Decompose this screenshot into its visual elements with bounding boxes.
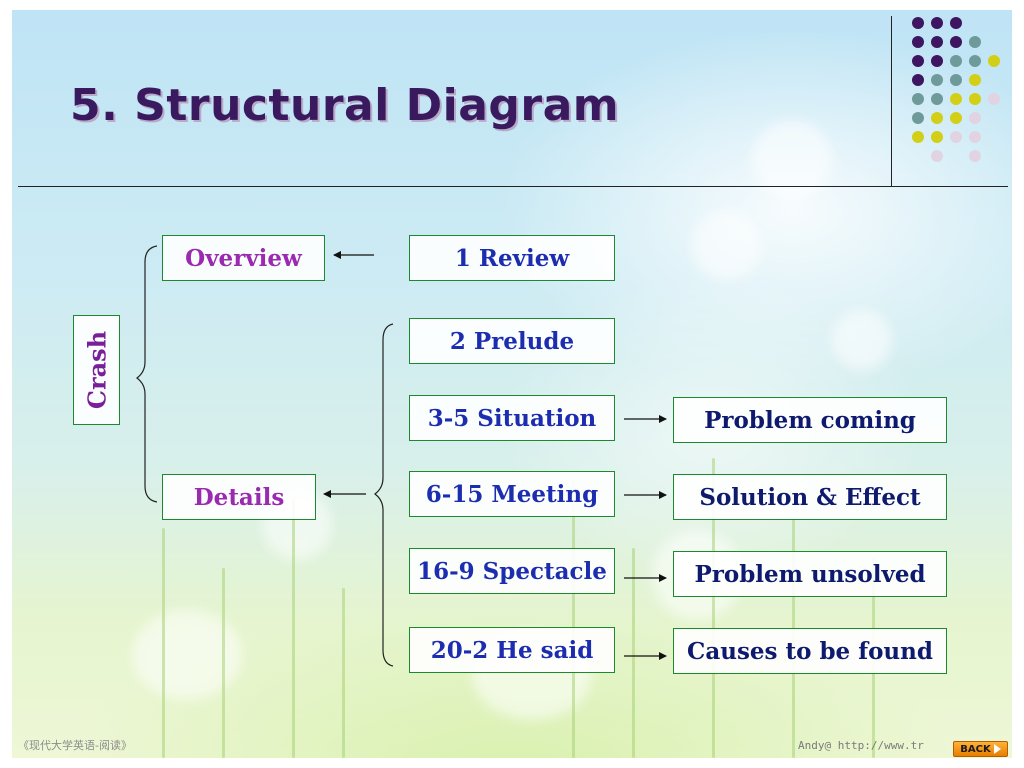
decor-dot [931, 150, 943, 162]
slide-title: 5. Structural Diagram [70, 80, 620, 131]
node-crash: Crash [73, 315, 120, 425]
decor-dot [969, 112, 981, 124]
node-outcome: Problem unsolved [673, 551, 947, 597]
decor-dot [931, 112, 943, 124]
brace-crash [136, 245, 158, 503]
decor-dot [912, 131, 924, 143]
decor-dot [988, 93, 1000, 105]
footer-author-url: Andy@ http://www.tr [798, 739, 924, 752]
grass-blade [632, 548, 635, 758]
decor-dot [969, 36, 981, 48]
diagram-connectors [136, 245, 667, 667]
node-part: 3-5 Situation [409, 395, 615, 441]
grass-blade [572, 478, 575, 758]
node-part: 16-9 Spectacle [409, 548, 615, 594]
decor-dot [931, 55, 943, 67]
node-outcome: Solution & Effect [673, 474, 947, 520]
node-review: 1 Review [409, 235, 615, 281]
bokeh-light [832, 310, 892, 370]
decor-dot [950, 36, 962, 48]
grass-blade [292, 498, 295, 758]
decor-dot [912, 74, 924, 86]
node-outcome: Causes to be found [673, 628, 947, 674]
decor-dot [912, 17, 924, 29]
footer-course-label: 《现代大学英语-阅读》 [18, 739, 132, 752]
node-crash-label: Crash [82, 330, 111, 410]
decor-dot [950, 17, 962, 29]
node-part: 2 Prelude [409, 318, 615, 364]
grass-blade [342, 588, 345, 758]
decor-dot [969, 55, 981, 67]
decor-dot [931, 36, 943, 48]
node-overview: Overview [162, 235, 325, 281]
decor-dot [969, 93, 981, 105]
node-part: 6-15 Meeting [409, 471, 615, 517]
decor-dot [912, 93, 924, 105]
decor-dot [950, 112, 962, 124]
decor-dot [988, 55, 1000, 67]
slide: 5. Structural Diagram Crash Overview Det… [12, 10, 1012, 758]
decor-dot [950, 131, 962, 143]
decor-dot [931, 131, 943, 143]
play-arrow-icon [993, 744, 1001, 754]
decor-dot [950, 74, 962, 86]
brace-details [374, 323, 394, 667]
decor-dot [969, 74, 981, 86]
decor-dot [950, 55, 962, 67]
decor-dot [931, 93, 943, 105]
decor-dot [969, 150, 981, 162]
decor-dot [931, 17, 943, 29]
grass-blade [162, 528, 165, 758]
title-divider [18, 186, 1008, 187]
node-details: Details [162, 474, 316, 520]
decor-dot [931, 74, 943, 86]
bokeh-light [692, 210, 762, 280]
decor-dot [969, 131, 981, 143]
decor-dot [912, 36, 924, 48]
decor-dot [912, 55, 924, 67]
node-outcome: Problem coming [673, 397, 947, 443]
back-button[interactable]: BACK [953, 741, 1008, 757]
corner-divider [891, 16, 892, 187]
grass-blade [712, 458, 715, 758]
decor-dot [912, 112, 924, 124]
back-button-label: BACK [960, 743, 991, 755]
decor-dot [950, 93, 962, 105]
node-part: 20-2 He said [409, 627, 615, 673]
grass-blade [222, 568, 225, 758]
